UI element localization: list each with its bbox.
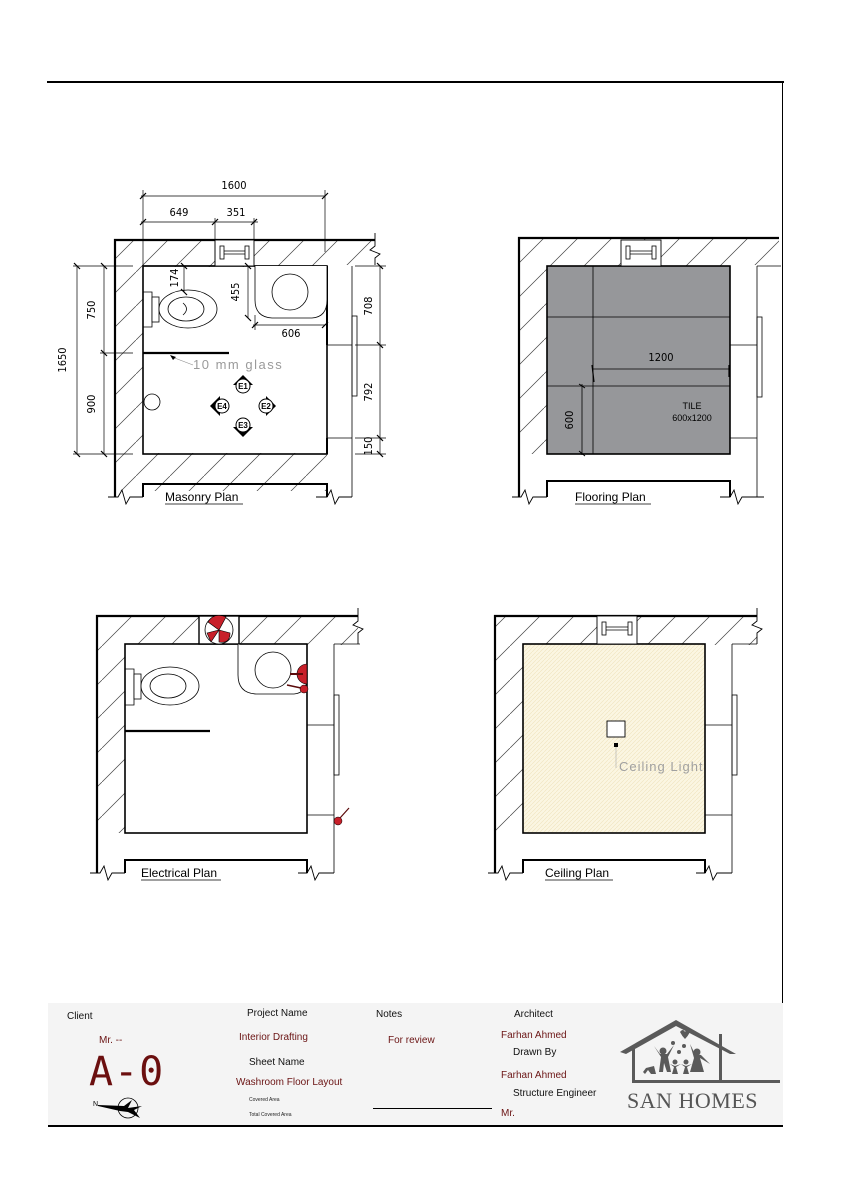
dim-tile-width: 600 (563, 411, 576, 430)
elevation-marker-e3-icon: E3 (233, 417, 253, 437)
notes-value: For review (388, 1035, 435, 1046)
floor-drain-icon (143, 393, 161, 411)
dimension-ticks (73, 192, 384, 458)
structure-engineer-value: Mr. (501, 1108, 515, 1119)
structure-engineer-label: Structure Engineer (513, 1088, 597, 1099)
tile-label-line2: 600x1200 (672, 413, 712, 423)
ceiling-plan: Ceiling Light Ceiling Plan (488, 608, 763, 882)
glass-note: 10 mm glass (193, 357, 283, 372)
signature-line (373, 1108, 492, 1109)
project-name-value: Interior Drafting (239, 1032, 308, 1043)
light-switch-icon (333, 807, 350, 826)
drawn-by-value: Farhan Ahmed (501, 1070, 567, 1081)
client-label: Client (67, 1011, 93, 1022)
notes-label: Notes (376, 1009, 403, 1020)
architect-label: Architect (514, 1009, 553, 1020)
dim-door-width: 792 (362, 383, 375, 402)
dimension-lines (73, 190, 386, 455)
masonry-plan: 10 mm glass E1 E2 E3 E4 (56, 179, 386, 506)
dim-left-segment: 649 (170, 206, 189, 219)
flooring-plan: 1200 600 TILE 600x1200 Flooring Plan (512, 236, 781, 506)
wall-hatch (115, 240, 375, 491)
elevation-marker-e4-icon: E4 (210, 396, 230, 416)
dim-tile-length: 1200 (648, 351, 673, 364)
toilet-icon (143, 289, 218, 329)
dim-overall-width: 1600 (221, 179, 246, 192)
elevation-markers: E1 E2 E3 E4 (210, 375, 276, 437)
sheet-code: A-0 (89, 1049, 165, 1095)
ceiling-plan-title: Ceiling Plan (545, 866, 609, 880)
drawn-by-label: Drawn By (513, 1047, 557, 1058)
company-logo: SAN HOMES (618, 1016, 780, 1116)
svg-text:E2: E2 (261, 402, 271, 411)
title-block-border (48, 1125, 783, 1127)
basin-icon (254, 266, 328, 319)
svg-text:E4: E4 (217, 402, 227, 411)
north-arrow-icon (98, 1097, 142, 1119)
house-family-logo-icon (620, 1020, 780, 1083)
sheet-name-label: Sheet Name (249, 1057, 305, 1068)
masonry-plan-title: Masonry Plan (165, 490, 238, 504)
ceiling-light-icon (606, 720, 626, 738)
sheet-border-right (782, 81, 783, 1003)
svg-text:E1: E1 (238, 382, 248, 391)
north-label: N (93, 1101, 99, 1108)
floor-tiles (546, 265, 731, 455)
ceiling-light-label: Ceiling Light (619, 759, 704, 774)
covered-area-label: Covered Area (249, 1097, 280, 1103)
architect-value: Farhan Ahmed (501, 1030, 567, 1041)
electrical-plan-title: Electrical Plan (141, 866, 217, 880)
logo-text: SAN HOMES (627, 1088, 759, 1113)
dim-overall-height: 1650 (56, 347, 69, 372)
dim-lower-height: 900 (85, 395, 98, 414)
dim-right-lower: 150 (362, 437, 375, 456)
dim-basin-width: 606 (282, 327, 301, 340)
dim-basin-depth: 455 (229, 283, 242, 302)
flooring-plan-title: Flooring Plan (575, 490, 646, 504)
dim-wc-offset: 174 (168, 269, 181, 288)
dim-window-segment: 351 (227, 206, 246, 219)
dim-right-upper: 708 (362, 297, 375, 316)
electrical-plan: Electrical Plan (90, 608, 364, 882)
ceiling-area (522, 643, 706, 834)
project-name-label: Project Name (247, 1008, 308, 1019)
power-socket-icon (286, 663, 309, 694)
dim-upper-height: 750 (85, 301, 98, 320)
toilet-icon (125, 666, 200, 706)
tile-label-line1: TILE (682, 401, 701, 411)
total-covered-area-label: Total Covered Area (249, 1112, 292, 1118)
sheet-name-value: Washroom Floor Layout (236, 1077, 343, 1088)
sheet-border-top (47, 81, 784, 83)
client-value: Mr. -- (99, 1035, 123, 1046)
svg-text:E3: E3 (238, 421, 248, 430)
elevation-marker-e1-icon: E1 (233, 375, 253, 394)
exhaust-fan-icon (204, 615, 234, 645)
elevation-marker-e2-icon: E2 (258, 396, 276, 416)
